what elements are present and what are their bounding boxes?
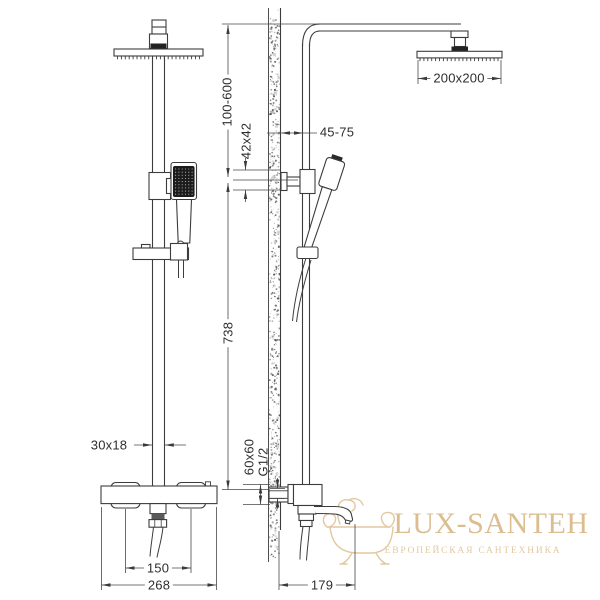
mixer-hose-front xyxy=(149,527,164,558)
shower-hose-side xyxy=(292,257,312,323)
side-view xyxy=(268,8,503,562)
dimension-arrowheads xyxy=(101,25,501,587)
hose-guide-collar xyxy=(296,246,319,260)
wall-section xyxy=(268,8,282,562)
bathtub-logo-icon xyxy=(322,497,395,565)
wall-bracket-side xyxy=(280,168,316,195)
shower-mixer-front xyxy=(100,481,218,558)
mixer-hose-side xyxy=(299,526,310,561)
bath-spout xyxy=(314,505,354,522)
hand-shower-holder xyxy=(132,240,190,278)
riser-pipe-side xyxy=(301,23,461,485)
hand-shower-front xyxy=(170,161,198,244)
riser-pipe-front xyxy=(151,56,166,487)
overhead-shower-front xyxy=(113,19,204,60)
shower-mixer-side xyxy=(268,483,354,561)
front-view xyxy=(100,19,218,558)
overhead-shower-side xyxy=(416,30,503,62)
